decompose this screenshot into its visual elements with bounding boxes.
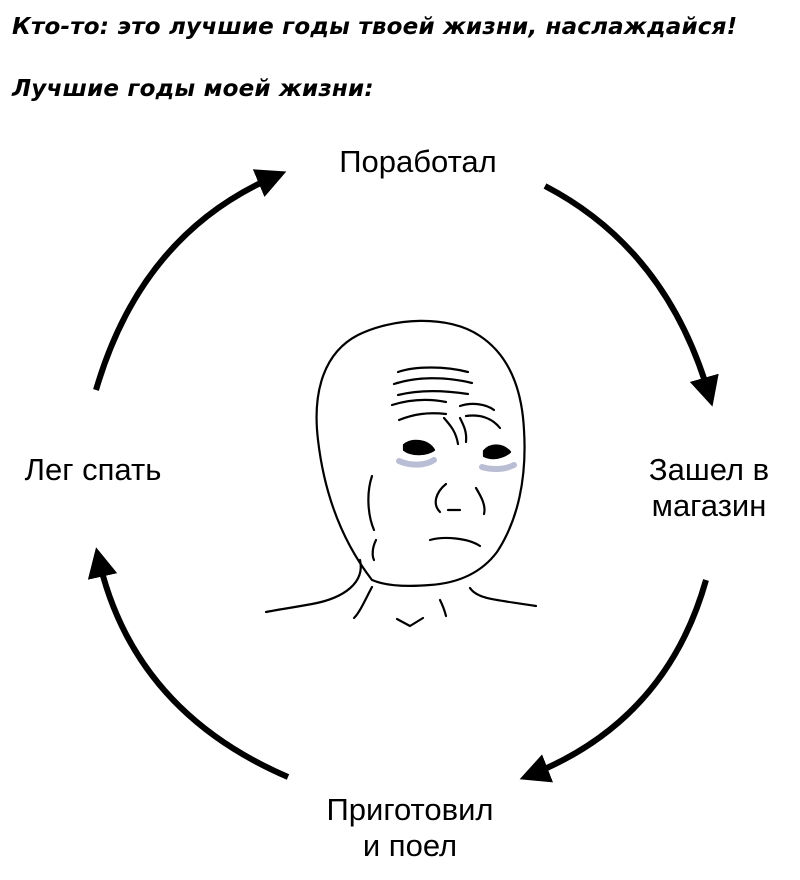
caption-someone-says: Кто-то: это лучшие годы твоей жизни, нас… bbox=[12, 14, 738, 40]
caption-my-best-years: Лучшие годы моей жизни: bbox=[12, 76, 374, 102]
step-label: Лег спать bbox=[24, 452, 162, 487]
arrow-bottom-to-left bbox=[87, 547, 290, 780]
step-label: и поел bbox=[362, 828, 458, 863]
arrow-top-to-right bbox=[543, 183, 719, 407]
step-label: Зашел в bbox=[648, 452, 770, 487]
sad-wojak-face-icon bbox=[264, 319, 538, 628]
cycle-step-worked: Поработал bbox=[300, 144, 536, 180]
arrow-left-to-top bbox=[93, 169, 287, 391]
cycle-step-went-to-store: Зашел в магазин bbox=[622, 452, 796, 524]
step-label: Поработал bbox=[339, 144, 497, 179]
step-label: магазин bbox=[651, 488, 767, 523]
arrow-right-to-bottom bbox=[519, 579, 709, 783]
step-label: Приготовил bbox=[326, 792, 494, 827]
cycle-step-went-to-sleep: Лег спать bbox=[2, 452, 184, 488]
cycle-step-cooked-and-ate: Приготовил и поел bbox=[292, 792, 528, 864]
